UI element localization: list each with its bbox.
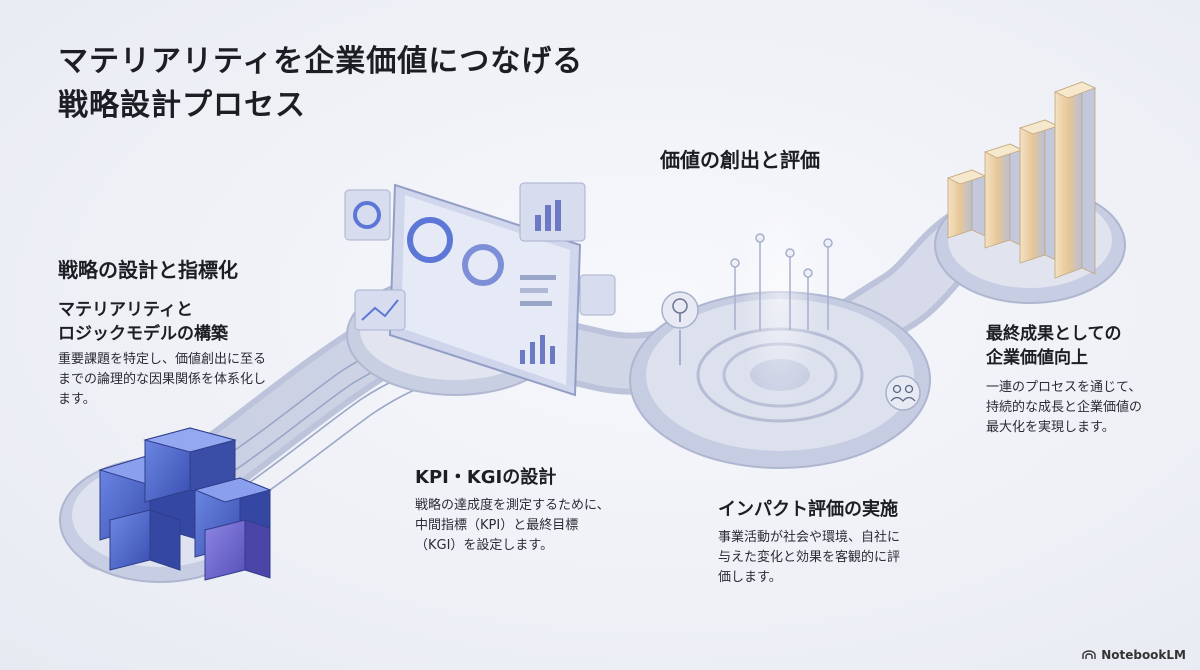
strategy-subheading-line-2: ロジックモデルの構築 — [58, 324, 228, 344]
result-body-line-2: 持続的な成長と企業価値の — [986, 400, 1143, 415]
dashboard-icon — [344, 182, 616, 397]
impact-body-line-3: 価します。 — [718, 570, 782, 585]
kpi-section: KPI・KGIの設計 戦略の達成度を測定するために、 中間指標（KPI）と最終目… — [415, 464, 610, 556]
impact-body-line-1: 事業活動が社会や環境、自社に — [718, 530, 901, 545]
title-line-1: マテリアリティを企業価値につなげる — [58, 44, 584, 79]
impact-body: 事業活動が社会や環境、自社に 与えた変化と効果を客観的に評 価します。 — [718, 528, 900, 588]
result-heading: 最終成果としての 企業価値向上 — [986, 322, 1142, 370]
impact-heading: インパクト評価の実施 — [718, 499, 898, 520]
strategy-body: 重要課題を特定し、価値創出に至る までの論理的な因果関係を体系化し ます。 — [58, 350, 266, 410]
strategy-subheading-line-1: マテリアリティと — [58, 300, 193, 320]
value-creation-label: 価値の創出と評価 — [660, 148, 820, 172]
strategy-section: 戦略の設計と指標化 マテリアリティと ロジックモデルの構築 重要課題を特定し、価… — [58, 256, 266, 410]
kpi-body-line-2: 中間指標（KPI）と最終目標 — [415, 518, 579, 533]
brand-name: NotebookLM — [1101, 648, 1186, 662]
impact-body-line-2: 与えた変化と効果を客観的に評 — [718, 550, 901, 565]
brand-watermark: NotebookLM — [1082, 648, 1186, 662]
result-heading-line-2: 企業価値向上 — [986, 348, 1088, 368]
result-body-line-1: 一連のプロセスを通じて、 — [986, 380, 1142, 395]
kpi-body-line-3: （KGI）を設定します。 — [415, 538, 554, 553]
result-body-line-3: 最大化を実現します。 — [986, 420, 1115, 435]
strategy-body-line-3: ます。 — [58, 392, 96, 407]
strategy-heading: 戦略の設計と指標化 — [58, 258, 238, 282]
people-icon — [885, 375, 921, 411]
strategy-body-line-2: までの論理的な因果関係を体系化し — [58, 372, 267, 387]
strategy-subheading: マテリアリティと ロジックモデルの構築 — [58, 298, 266, 346]
notebooklm-logo-icon — [1082, 650, 1096, 659]
result-section: 最終成果としての 企業価値向上 一連のプロセスを通じて、 持続的な成長と企業価値… — [986, 322, 1142, 438]
bar-chart-icon — [946, 81, 1097, 279]
kpi-heading: KPI・KGIの設計 — [415, 467, 557, 488]
result-heading-line-1: 最終成果としての — [986, 324, 1122, 344]
kpi-body-line-1: 戦略の達成度を測定するために、 — [415, 498, 610, 513]
result-body: 一連のプロセスを通じて、 持続的な成長と企業価値の 最大化を実現します。 — [986, 378, 1142, 438]
tree-icon — [661, 291, 699, 365]
kpi-body: 戦略の達成度を測定するために、 中間指標（KPI）と最終目標 （KGI）を設定し… — [415, 496, 610, 556]
cube-cluster-icon — [98, 427, 272, 581]
page-title: マテリアリティを企業価値につなげる 戦略設計プロセス — [58, 40, 583, 128]
impact-section: インパクト評価の実施 事業活動が社会や環境、自社に 与えた変化と効果を客観的に評… — [718, 496, 900, 588]
strategy-body-line-1: 重要課題を特定し、価値創出に至る — [58, 352, 267, 367]
data-pins — [730, 233, 833, 330]
title-line-2: 戦略設計プロセス — [58, 88, 306, 123]
